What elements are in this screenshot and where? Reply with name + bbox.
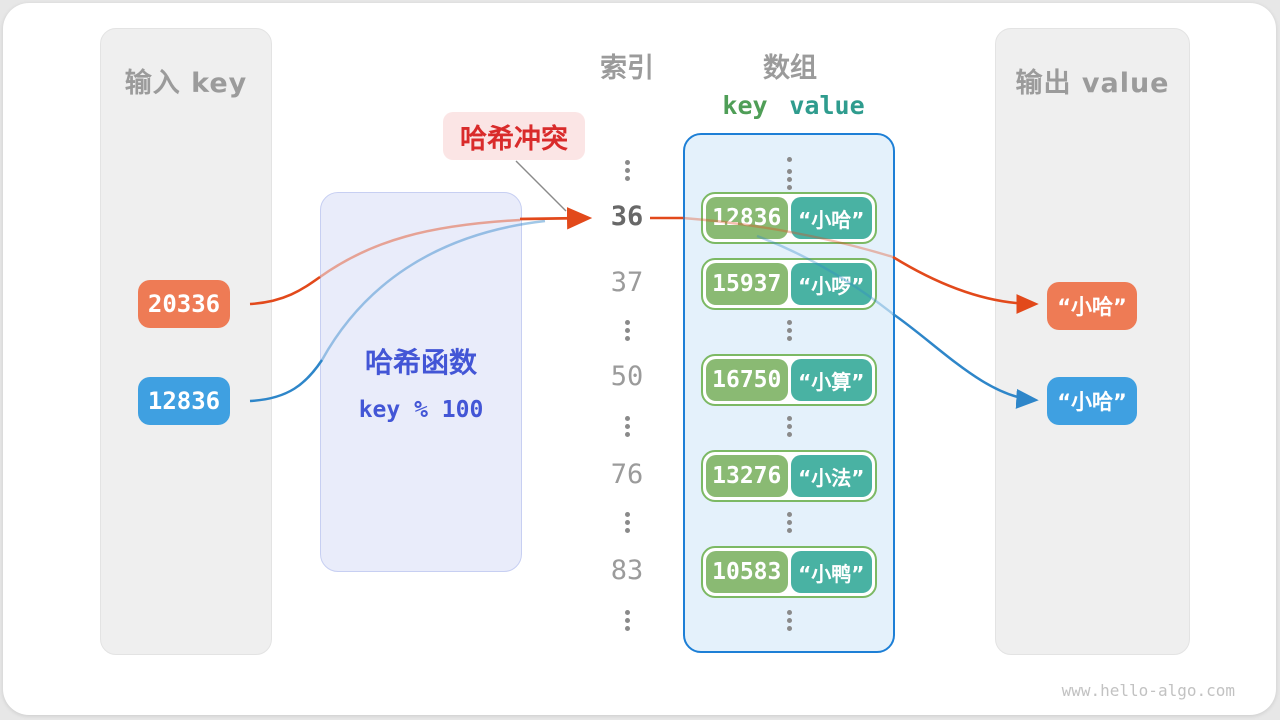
key-cell: 16750 — [706, 359, 788, 401]
index-ellipsis — [582, 510, 672, 534]
input-key-box-blue: 12836 — [138, 377, 230, 425]
array-ellipsis — [683, 608, 895, 632]
index-item-83: 83 — [610, 555, 644, 586]
array-row-15937: 15937 “小啰” — [701, 258, 877, 310]
output-panel-title: 输出 value — [1015, 68, 1170, 99]
value-cell: “小哈” — [790, 197, 872, 239]
array-ellipsis — [683, 318, 895, 342]
collision-badge: 哈希冲突 — [443, 112, 585, 160]
output-value-box-orange: “小哈” — [1047, 282, 1137, 330]
array-row-10583: 10583 “小鸭” — [701, 546, 877, 598]
index-ellipsis — [582, 158, 672, 182]
key-cell: 12836 — [706, 197, 788, 239]
value-cell: “小鸭” — [790, 551, 872, 593]
input-key-box-orange: 20336 — [138, 280, 230, 328]
hash-function-box: 哈希函数 key % 100 — [320, 192, 522, 572]
index-ellipsis — [582, 318, 672, 342]
array-value-header: value — [789, 91, 865, 120]
hash-function-formula: key % 100 — [358, 397, 484, 423]
array-row-12836: 12836 “小哈” — [701, 192, 877, 244]
output-value-box-blue: “小哈” — [1047, 377, 1137, 425]
array-ellipsis — [683, 156, 895, 186]
array-row-16750: 16750 “小算” — [701, 354, 877, 406]
index-item-50: 50 — [610, 361, 644, 392]
key-cell: 13276 — [706, 455, 788, 497]
index-ellipsis — [582, 414, 672, 438]
array-column-title: 数组 — [763, 53, 817, 84]
hash-function-title: 哈希函数 — [364, 346, 477, 379]
output-panel: 输出 value — [995, 28, 1190, 655]
index-item-76: 76 — [610, 459, 644, 490]
index-ellipsis — [582, 608, 672, 632]
watermark: www.hello-algo.com — [1061, 681, 1235, 700]
array-row-13276: 13276 “小法” — [701, 450, 877, 502]
key-cell: 15937 — [706, 263, 788, 305]
array-ellipsis — [683, 414, 895, 438]
index-item-36: 36 — [610, 201, 644, 232]
index-column-title: 索引 — [600, 53, 654, 84]
array-key-header: key — [722, 91, 768, 120]
input-panel-title: 输入 key — [124, 68, 248, 99]
value-cell: “小算” — [790, 359, 872, 401]
value-cell: “小啰” — [790, 263, 872, 305]
array-ellipsis — [683, 510, 895, 534]
input-panel: 输入 key — [100, 28, 272, 655]
index-item-37: 37 — [610, 267, 644, 298]
value-cell: “小法” — [790, 455, 872, 497]
key-cell: 10583 — [706, 551, 788, 593]
